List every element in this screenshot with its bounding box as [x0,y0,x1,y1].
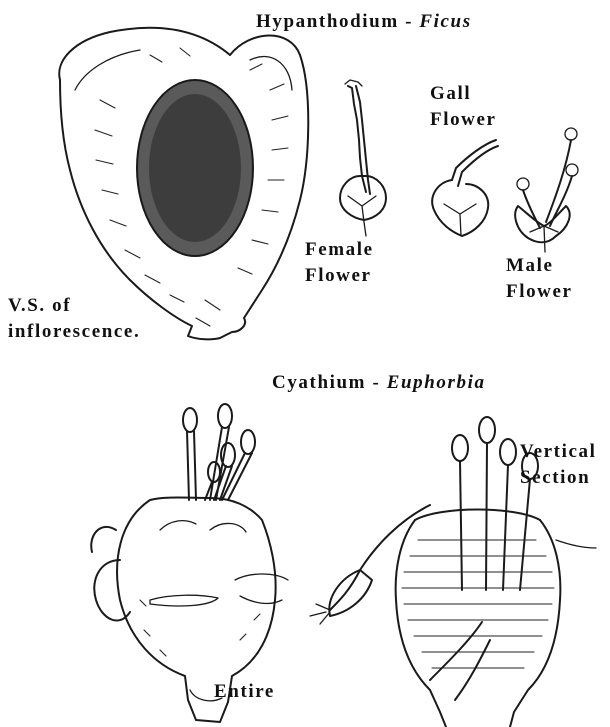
ficus-title-genus: Ficus [419,11,471,32]
cyathium-vs-drawing [310,417,596,727]
gall-flower-label-line1: Gall [430,84,471,103]
euphorbia-title-prefix: Cyathium - [272,372,387,393]
hypanthodium-vs-drawing [59,28,308,340]
male-flower-label-line2: Flower [506,282,573,301]
vs-label-line2: inflorescence. [8,322,140,341]
male-flower-drawing [515,128,578,252]
euphorbia-title: Cyathium - Euphorbia [272,373,486,392]
entire-label: Entire [214,682,275,701]
male-flower-label-line1: Male [506,256,554,275]
gall-flower-label-line2: Flower [430,110,497,129]
vs-label-line1: V.S. of [8,296,71,315]
gall-flower-drawing [432,140,498,236]
female-flower-drawing [340,80,386,236]
female-flower-label-line1: Female [305,240,374,259]
cyathium-entire-drawing [91,404,288,722]
female-flower-label-line2: Flower [305,266,372,285]
euphorbia-title-genus: Euphorbia [387,372,486,393]
vertical-section-label-line1: Vertical [520,442,596,461]
ficus-title: Hypanthodium - Ficus [256,12,472,31]
ficus-title-prefix: Hypanthodium - [256,11,419,32]
vertical-section-label-line2: Section [520,468,590,487]
